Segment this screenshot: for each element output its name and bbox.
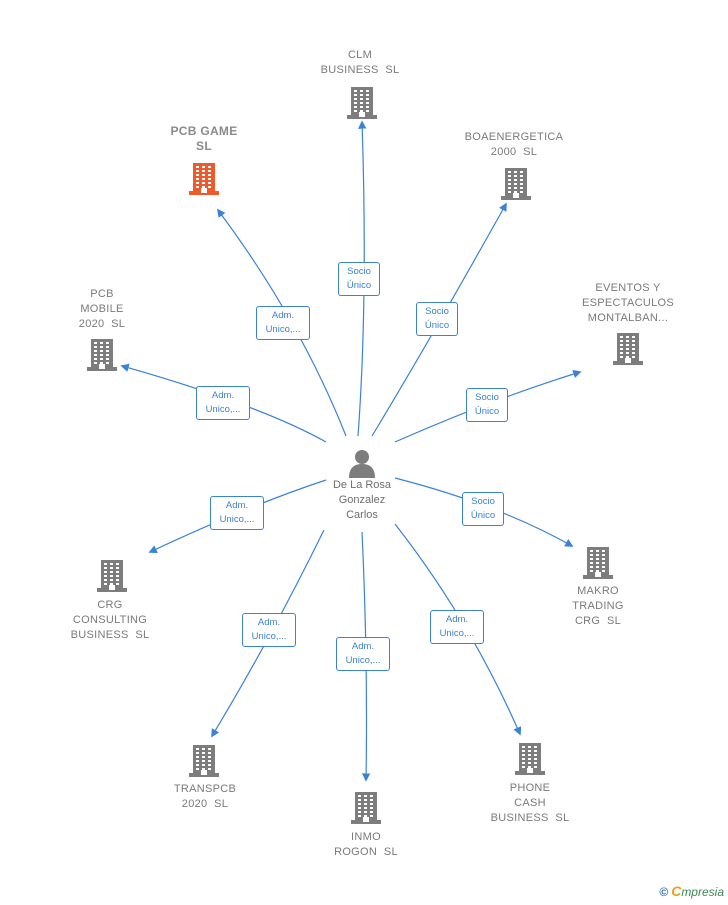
company-name-line: CRG SL (574, 615, 622, 627)
company-name-line: CASH (514, 797, 546, 809)
company-node-crg[interactable] (97, 558, 127, 592)
company-name-line: MAKRO (577, 585, 619, 597)
person-name-line: Gonzalez (338, 494, 386, 506)
relation-label-crg[interactable]: Adm. Unico,... (210, 496, 264, 530)
building-icon (501, 168, 531, 200)
relation-label-line: Socio (471, 496, 495, 507)
company-name-line: PCB GAME (170, 124, 238, 138)
relation-label-line: Unico,... (265, 324, 301, 335)
relation-label-line: Único (470, 510, 496, 521)
building-icon (87, 339, 117, 371)
company-node-phone[interactable] (515, 741, 545, 775)
person-icon (349, 450, 375, 478)
company-name-line: INMO (351, 831, 381, 843)
company-name-line: 2020 SL (181, 798, 229, 810)
company-node-makro[interactable] (583, 545, 613, 579)
company-name-line: BUSINESS SL (320, 64, 400, 76)
building-icon (613, 333, 643, 365)
company-name-line: 2000 SL (490, 146, 538, 158)
brand-initial: C (671, 883, 682, 899)
company-node-clm[interactable] (347, 85, 377, 119)
relation-label-line: Adm. (445, 614, 469, 625)
relation-label-line: Socio (425, 306, 449, 317)
relation-label-line: Socio (475, 392, 499, 403)
company-label-inmo[interactable]: INMO ROGON SL (320, 830, 412, 860)
relation-label-line: Adm. (351, 641, 375, 652)
company-name-line: EVENTOS Y (595, 282, 661, 294)
company-name-line: BUSINESS SL (70, 629, 150, 641)
relation-label-line: Socio (347, 266, 371, 277)
company-name-line: SL (196, 139, 212, 153)
person-node[interactable]: De La Rosa Gonzalez Carlos (310, 448, 414, 523)
company-label-phone[interactable]: PHONE CASH BUSINESS SL (480, 781, 580, 826)
relation-label-line: Unico,... (205, 404, 241, 415)
company-name-line: BUSINESS SL (490, 812, 570, 824)
company-label-pcb-mobile[interactable]: PCB MOBILE 2020 SL (62, 287, 142, 332)
relation-label-transpcb[interactable]: Adm. Unico,... (242, 613, 296, 647)
footer-brand: ©Cmpresia (659, 883, 724, 899)
building-icon (97, 560, 127, 592)
relation-label-line: Adm. (271, 310, 295, 321)
company-node-eventos[interactable] (613, 331, 643, 365)
company-name-line: MOBILE (80, 303, 124, 315)
relation-label-inmo[interactable]: Adm. Unico,... (336, 637, 390, 671)
company-name-line: CLM (347, 49, 373, 61)
company-node-transpcb[interactable] (189, 743, 219, 777)
company-label-clm[interactable]: CLM BUSINESS SL (320, 48, 400, 78)
relation-label-line: Adm. (257, 617, 281, 628)
company-name-line: CONSULTING (72, 614, 148, 626)
building-icon (351, 792, 381, 824)
relation-label-line: Adm. (211, 390, 235, 401)
relation-label-line: Único (424, 320, 450, 331)
company-label-transpcb[interactable]: TRANSPCB 2020 SL (160, 782, 250, 812)
relation-label-line: Adm. (225, 500, 249, 511)
company-name-line: TRANSPCB (173, 783, 237, 795)
company-name-line: PCB (90, 288, 114, 300)
relation-label-phone[interactable]: Adm. Unico,... (430, 610, 484, 644)
company-label-makro[interactable]: MAKRO TRADING CRG SL (552, 584, 644, 629)
company-name-line: ESPECTACULOS (581, 297, 675, 309)
company-label-eventos[interactable]: EVENTOS Y ESPECTACULOS MONTALBAN... (572, 281, 684, 326)
company-name-line: ROGON SL (334, 846, 398, 858)
building-icon (515, 743, 545, 775)
company-label-crg[interactable]: CRG CONSULTING BUSINESS SL (60, 598, 160, 643)
company-name-line: PHONE (509, 782, 551, 794)
building-icon (189, 163, 219, 195)
company-node-inmo[interactable] (351, 790, 381, 824)
person-name-line: De La Rosa (332, 479, 392, 491)
company-node-pcb-mobile[interactable] (87, 337, 117, 371)
relation-label-line: Unico,... (345, 655, 381, 666)
building-icon (347, 87, 377, 119)
relation-label-line: Único (346, 280, 372, 291)
company-name-line: BOAENERGETICA (464, 131, 564, 143)
building-icon (583, 547, 613, 579)
person-name-line: Carlos (346, 509, 378, 521)
company-name-line: MONTALBAN... (587, 312, 669, 324)
relation-label-line: Unico,... (251, 631, 287, 642)
company-label-boaenergetica[interactable]: BOAENERGETICA 2000 SL (455, 130, 573, 160)
company-name-line: CRG (97, 599, 123, 611)
relation-label-line: Unico,... (439, 628, 475, 639)
company-node-boaenergetica[interactable] (501, 166, 531, 200)
relation-label-pcb-game[interactable]: Adm. Unico,... (256, 306, 310, 340)
copyright-symbol: © (659, 885, 669, 899)
relation-label-pcb-mobile[interactable]: Adm. Unico,... (196, 386, 250, 420)
company-node-pcb-game[interactable] (189, 161, 219, 195)
brand-name: mpresia (681, 885, 724, 899)
company-name-line: 2020 SL (78, 318, 126, 330)
relation-label-line: Único (474, 406, 500, 417)
relation-label-line: Unico,... (219, 514, 255, 525)
building-icon (189, 745, 219, 777)
company-name-line: TRADING (572, 600, 624, 612)
